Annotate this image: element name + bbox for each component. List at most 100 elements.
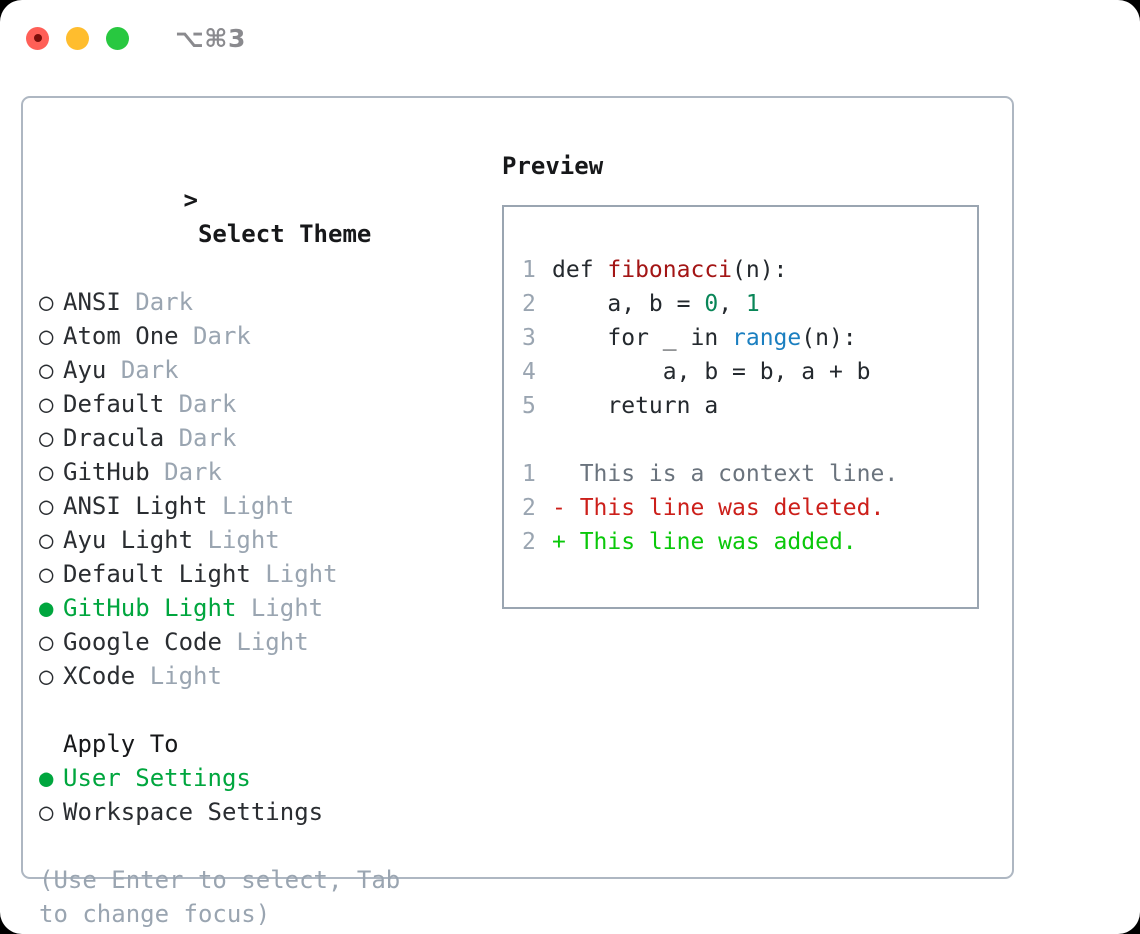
code-line-number: 1 (522, 257, 536, 283)
radio-unselected-icon: ○ (39, 356, 54, 384)
theme-option-ansi-light[interactable]: ○ANSI Light Light (39, 489, 489, 523)
code-token-plain: a, b = (552, 291, 705, 317)
diff-line-number: 2 (522, 529, 536, 555)
select-theme-heading: > Select Theme (39, 149, 489, 285)
theme-option-kind-badge: Light (250, 594, 324, 622)
theme-option-name: Ayu (63, 356, 107, 384)
code-token-plain: for _ in (552, 325, 733, 351)
code-line: 3 for _ in range(n): (522, 321, 977, 355)
section-spacer (39, 693, 489, 727)
theme-option-kind-badge: Dark (135, 288, 194, 316)
diff-line-added: 2+ This line was added. (522, 525, 977, 559)
diff-line-text: This is a context line. (552, 461, 899, 487)
theme-option-name: Default Light (63, 560, 251, 588)
theme-option-kind-badge: Light (207, 526, 280, 554)
select-theme-heading-label (184, 220, 198, 248)
apply-to-option-user-settings[interactable]: ●User Settings (39, 761, 489, 795)
code-line: 5 return a (522, 389, 977, 423)
theme-option-gap (193, 526, 207, 554)
theme-option-atom-one[interactable]: ○Atom One Dark (39, 319, 489, 353)
code-token-function: fibonacci (607, 257, 733, 283)
theme-option-list[interactable]: ○ANSI Dark○Atom One Dark○Ayu Dark○Defaul… (39, 285, 489, 693)
theme-option-gap (164, 390, 178, 418)
theme-option-gap (208, 492, 222, 520)
radio-unselected-icon: ○ (39, 798, 54, 826)
code-line-number: 2 (522, 291, 536, 317)
theme-option-gap (135, 662, 149, 690)
theme-option-kind-badge: Light (221, 492, 295, 520)
zoom-window-button[interactable] (106, 26, 129, 50)
radio-unselected-icon: ○ (39, 390, 54, 418)
diff-line-text: - This line was deleted. (552, 495, 885, 521)
theme-option-name: Dracula (63, 424, 165, 452)
radio-selected-icon: ● (39, 594, 54, 622)
theme-option-default[interactable]: ○ Default Dark (39, 387, 489, 421)
code-token-plain: a, b = b, a + b (552, 359, 871, 385)
radio-unselected-icon: ○ (39, 288, 54, 316)
select-theme-title: Select Theme (197, 220, 372, 248)
theme-option-kind-badge: Light (149, 662, 222, 690)
code-diff-spacer (522, 423, 977, 457)
apply-to-option-workspace-settings[interactable]: ○ Workspace Settings (39, 795, 489, 829)
theme-option-name: XCode (63, 662, 136, 690)
close-window-button[interactable] (26, 26, 49, 50)
diff-line-number: 1 (522, 461, 536, 487)
code-line: 4 a, b = b, a + b (522, 355, 977, 389)
apply-to-option-name: Workspace Settings (63, 798, 324, 826)
code-token-plain: (n): (801, 325, 857, 351)
theme-option-gap (121, 288, 135, 316)
code-line-number: 5 (522, 393, 536, 419)
title-bar: ⌥⌘3 (0, 0, 1140, 76)
preview-heading: Preview (502, 152, 604, 180)
theme-option-name: GitHub (63, 458, 150, 486)
theme-option-kind-badge: Dark (164, 458, 222, 486)
theme-option-ayu-light[interactable]: ○ Ayu Light Light (39, 523, 489, 557)
code-token-plain: (n): (732, 257, 788, 283)
main-panel: > Select Theme ○ANSI Dark○Atom One Dark○… (21, 96, 1014, 928)
keyboard-shortcut-label: ⌥⌘3 (175, 23, 246, 53)
theme-option-github-light[interactable]: ●GitHub Light Light (39, 591, 489, 625)
theme-option-gap (106, 356, 120, 384)
apply-to-heading: Apply To (63, 730, 179, 758)
radio-unselected-icon: ○ (39, 424, 54, 452)
theme-option-kind-badge: Dark (178, 390, 237, 418)
theme-option-kind-badge: Dark (178, 424, 237, 452)
code-line-number: 4 (522, 359, 536, 385)
theme-option-dracula[interactable]: ○ Dracula Dark (39, 421, 489, 455)
theme-option-ayu[interactable]: ○ Ayu Dark (39, 353, 489, 387)
theme-option-gap (251, 560, 265, 588)
apply-to-option-name: User Settings (63, 764, 251, 792)
theme-option-google-code[interactable]: ○Google Code Light (39, 625, 489, 659)
traffic-light-group (26, 26, 129, 50)
theme-option-xcode[interactable]: ○XCode Light (39, 659, 489, 693)
diff-line-context: 1 This is a context line. (522, 457, 977, 491)
radio-unselected-icon: ○ (39, 526, 54, 554)
diff-sample: 1 This is a context line. 2 - This line wa… (522, 457, 977, 559)
radio-unselected-icon: ○ (39, 458, 54, 486)
diff-line-number: 2 (522, 495, 536, 521)
code-token-plain: , (718, 291, 746, 317)
theme-option-kind-badge: Light (236, 628, 309, 656)
radio-unselected-icon: ○ (39, 492, 54, 520)
theme-option-ansi[interactable]: ○ANSI Dark (39, 285, 489, 319)
theme-option-name: Google Code (63, 628, 222, 656)
code-token-call: range (732, 325, 802, 351)
theme-picker-column: > Select Theme ○ANSI Dark○Atom One Dark○… (39, 149, 489, 931)
theme-option-gap (222, 628, 236, 656)
theme-option-name: Default (63, 390, 165, 418)
theme-option-gap (150, 458, 164, 486)
code-line: 2 a, b = 0, 1 (522, 287, 977, 321)
theme-option-name: Ayu Light (63, 526, 194, 554)
theme-option-kind-badge: Light (265, 560, 338, 588)
radio-unselected-icon: ○ (39, 322, 54, 350)
code-token-number: 1 (745, 291, 760, 317)
theme-option-kind-badge: Dark (120, 356, 179, 384)
apply-to-option-list[interactable]: ●User Settings ○ Workspace Settings (39, 761, 489, 829)
theme-option-github[interactable]: ○ GitHub Dark (39, 455, 489, 489)
theme-option-gap (236, 594, 250, 622)
theme-option-default-light[interactable]: ○Default Light Light (39, 557, 489, 591)
minimize-window-button[interactable] (66, 26, 89, 50)
